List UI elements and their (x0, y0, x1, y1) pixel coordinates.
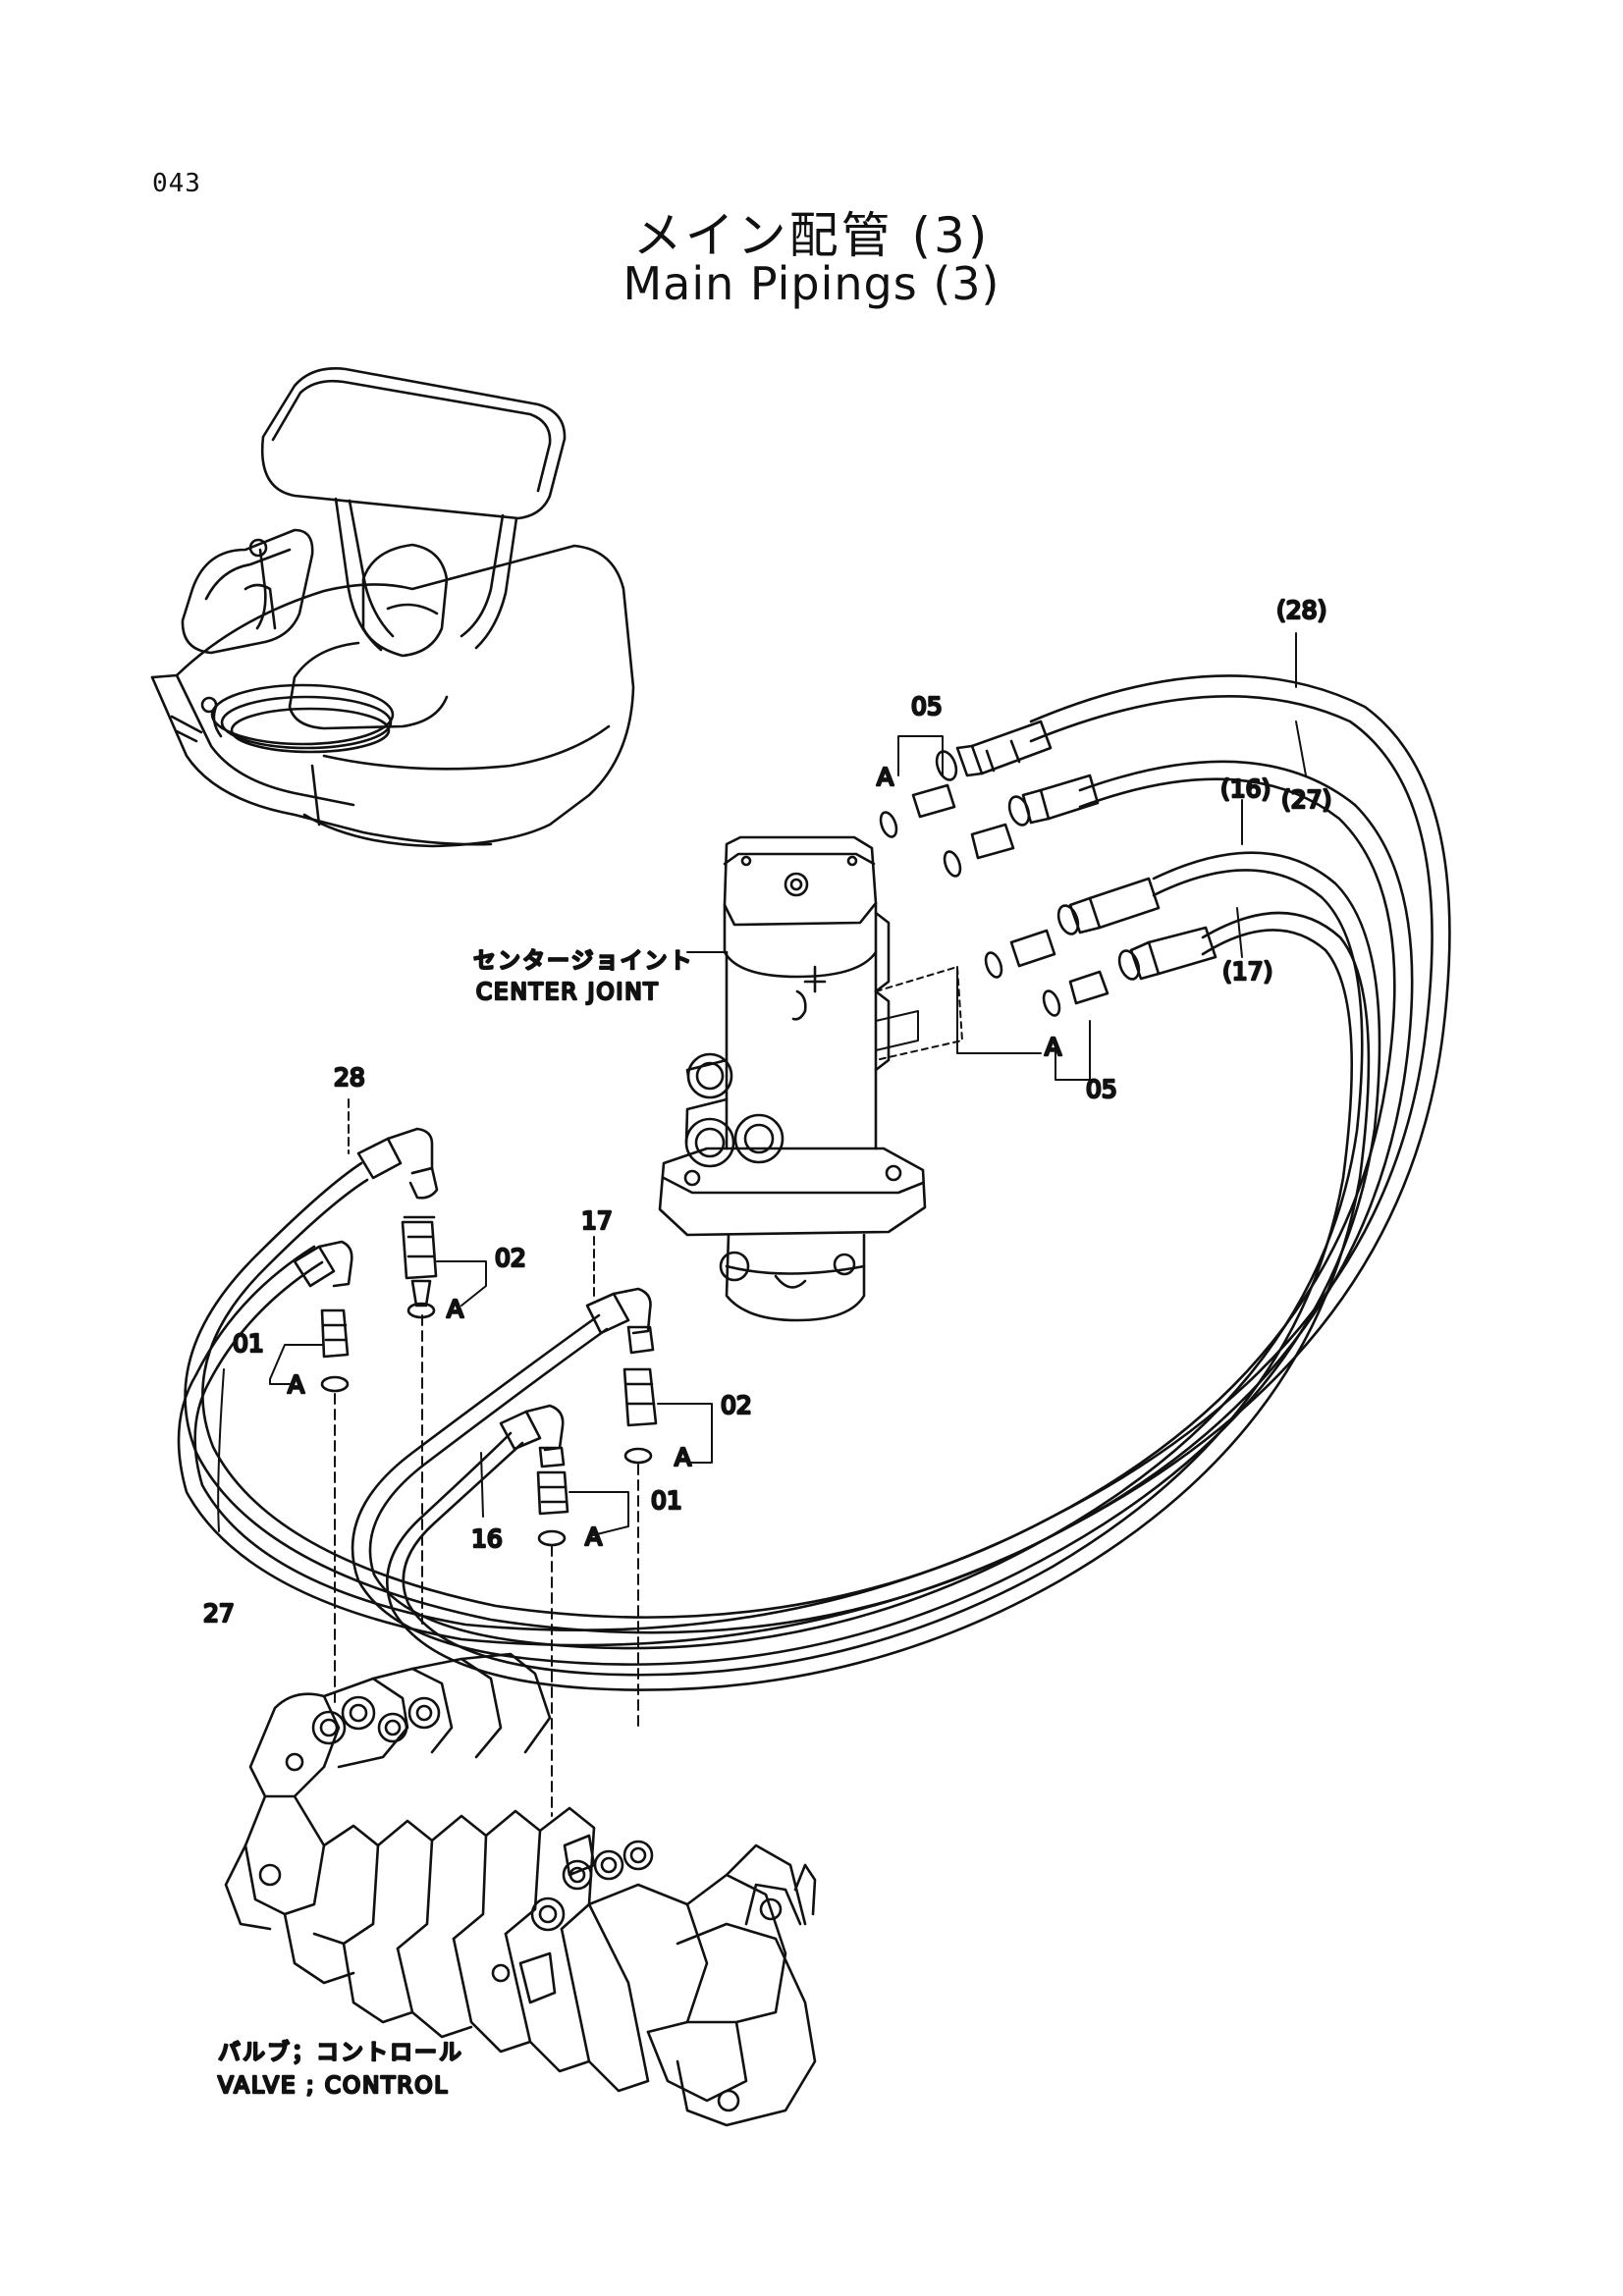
callout-a-top: A (877, 763, 893, 791)
callout-a-01-left: A (288, 1370, 304, 1399)
control-valve-icon (224, 1652, 817, 2127)
o-ring-icon (320, 1302, 653, 1547)
callout-01-left: 01 (233, 1329, 264, 1358)
callout-02-left: 02 (495, 1244, 526, 1272)
callout-16: 16 (471, 1524, 503, 1553)
center-joint-label-en: CENTER JOINT (476, 980, 660, 1005)
o-ring-icon (879, 811, 1061, 1017)
callout-02-right: 02 (721, 1391, 752, 1419)
callout-16-paren: (16) (1220, 774, 1271, 803)
page-title-japanese: メイン配管 (3) (632, 207, 991, 264)
callout-a-02-left: A (447, 1295, 463, 1323)
control-valve-label-jp: バルブ；コントロール (218, 2040, 463, 2065)
callout-27-paren: (27) (1281, 785, 1331, 814)
callout-05-bottom: 05 (1086, 1075, 1117, 1103)
callout-17: 17 (581, 1206, 613, 1235)
hose-bundle (177, 674, 1451, 1691)
callout-28: 28 (334, 1063, 365, 1092)
center-joint-label-jp: センタージョイント (473, 948, 694, 974)
callout-27: 27 (203, 1599, 235, 1628)
hose-fitting-icon (293, 1127, 658, 1516)
callout-leaders-top (875, 632, 1307, 1081)
callout-01-right: 01 (651, 1486, 682, 1515)
callout-28-paren: (28) (1276, 596, 1326, 624)
callout-a-02-right: A (675, 1443, 691, 1471)
excavator-overview-icon (150, 367, 635, 848)
control-valve-label-en: VALVE ; CONTROL (218, 2073, 449, 2099)
hose-fitting-icon (911, 720, 1217, 1005)
page-number: 043 (152, 169, 201, 198)
callout-leaders-left (217, 1098, 713, 1817)
callout-a-01-right: A (585, 1522, 602, 1551)
center-joint-icon (658, 835, 927, 1322)
callout-17-paren: (17) (1222, 957, 1272, 986)
page-title-english: Main Pipings (3) (622, 257, 1001, 310)
callout-05-top: 05 (911, 692, 943, 721)
callout-a-bottom: A (1045, 1033, 1061, 1061)
